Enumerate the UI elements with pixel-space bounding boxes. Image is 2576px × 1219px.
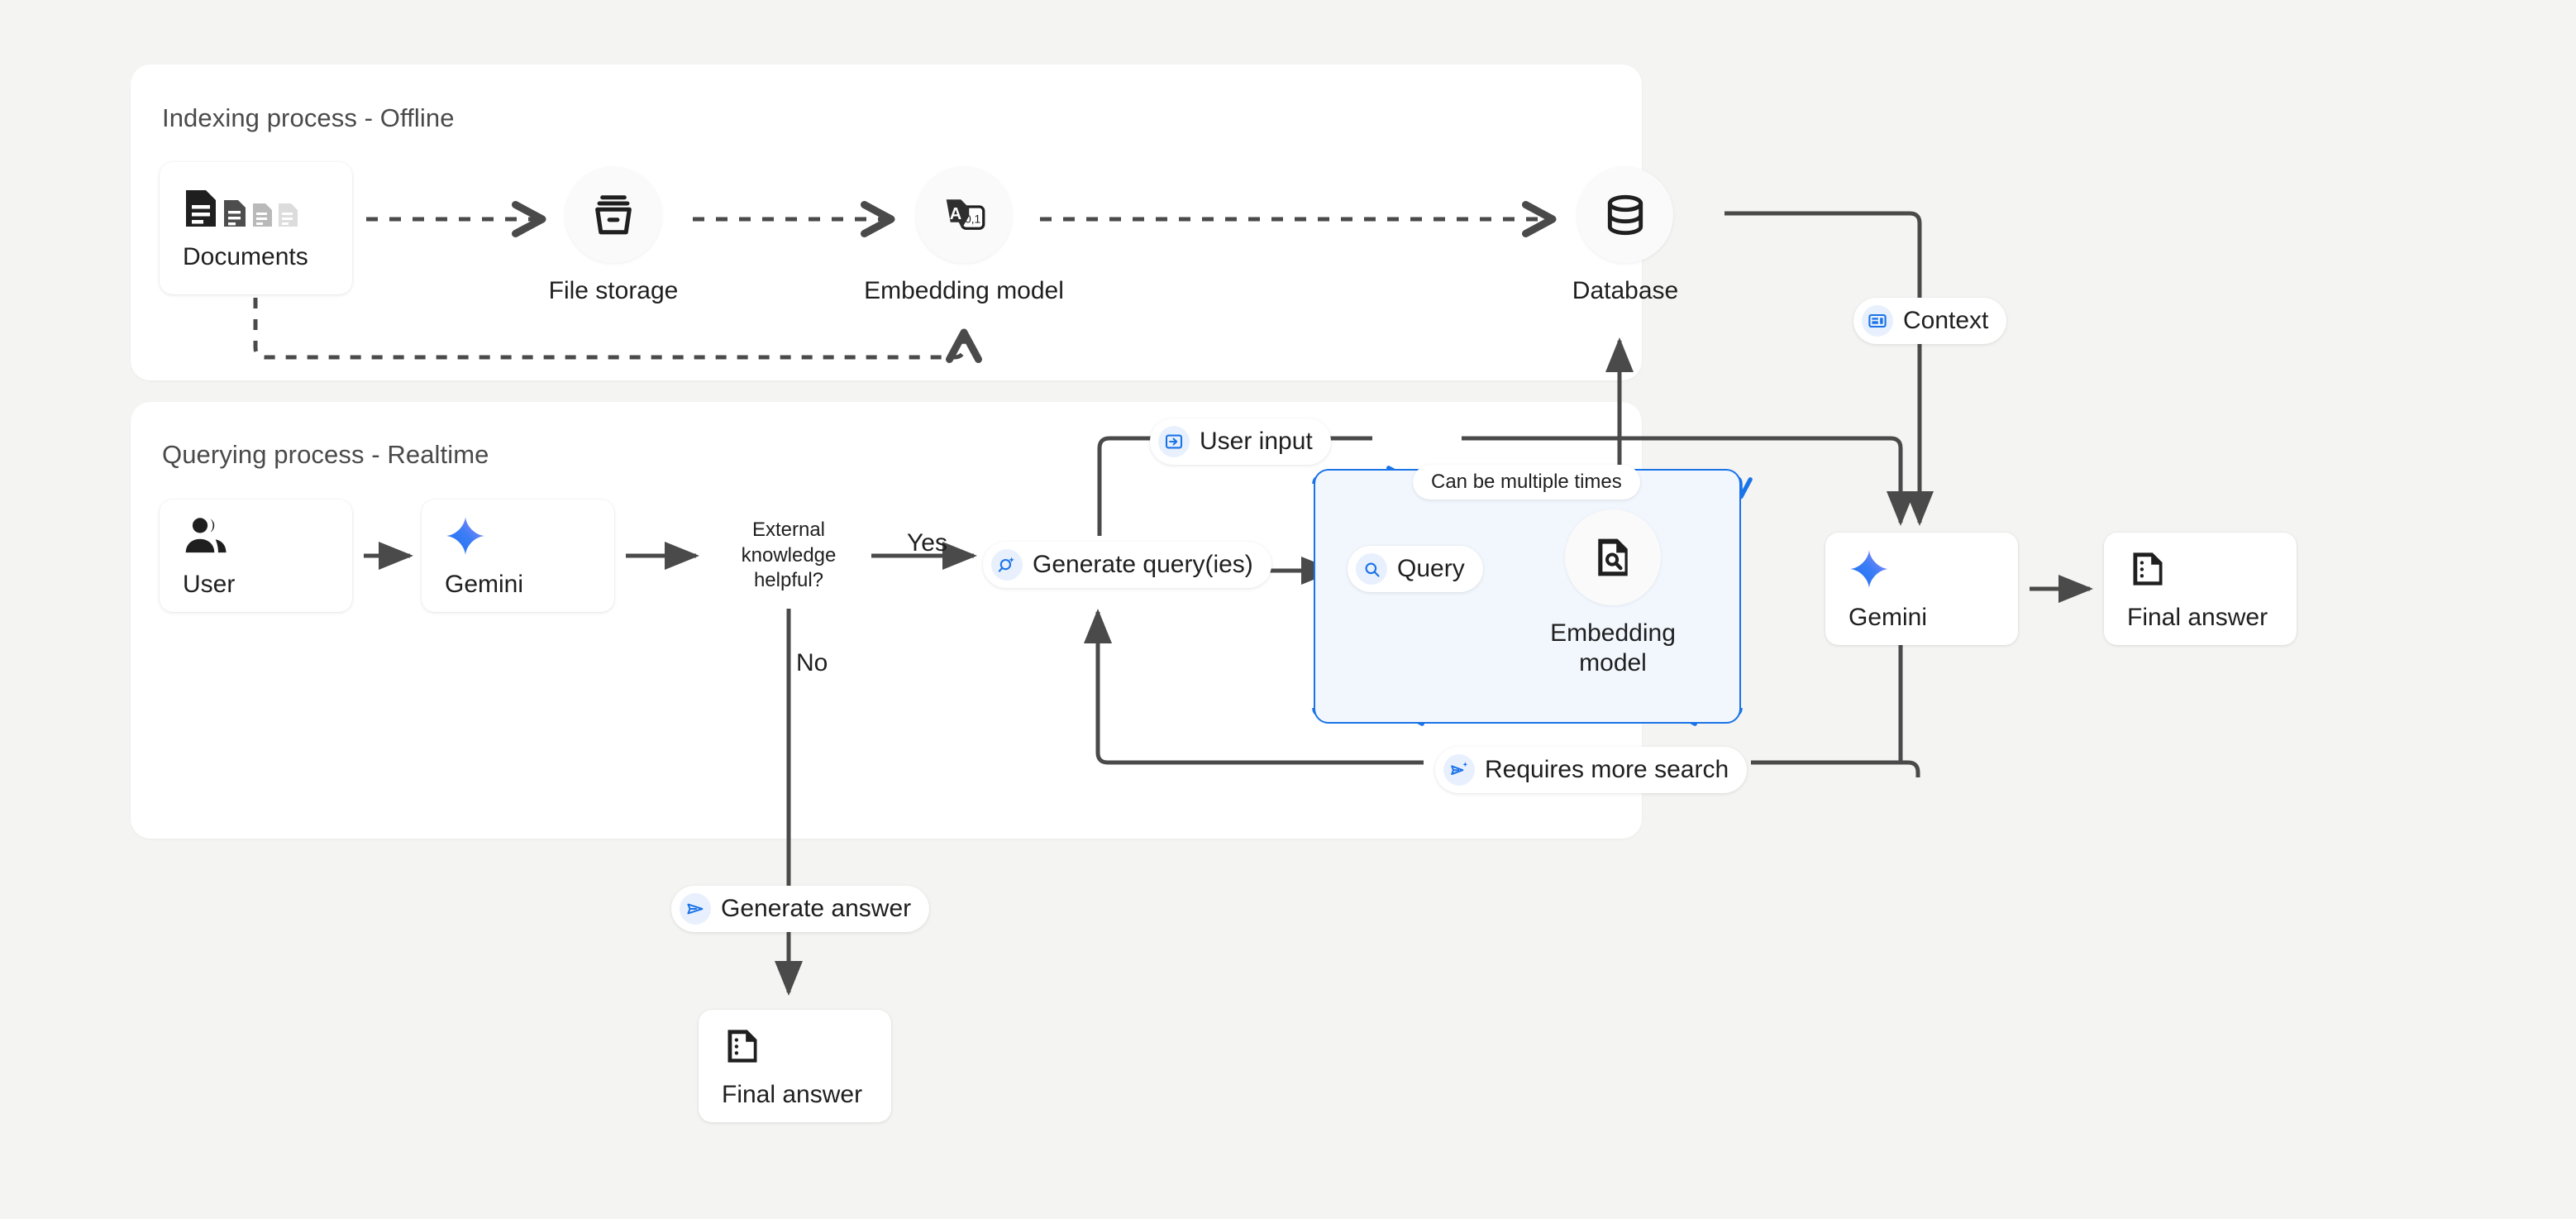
node-file-storage[interactable]: File storage [549, 167, 743, 306]
users-icon [183, 513, 352, 559]
login-arrow-icon [1158, 426, 1190, 457]
chip-context-label: Context [1903, 307, 1989, 334]
node-embedding-model-indexing-label: Embedding model [864, 277, 1064, 304]
send-sparkle-icon [1443, 754, 1475, 786]
search-icon [1356, 553, 1387, 585]
search-sparkle-icon [991, 549, 1023, 581]
chip-generate-answer-label: Generate answer [721, 895, 912, 922]
node-final-answer-bottom-label: Final answer [722, 1081, 863, 1108]
documents-stack-icon [183, 185, 352, 232]
node-documents[interactable]: Documents [160, 162, 352, 294]
node-file-storage-label: File storage [548, 277, 679, 304]
node-gemini-left[interactable]: Gemini [422, 500, 614, 612]
panel-querying-title: Querying process - Realtime [162, 440, 489, 469]
chip-query-label: Query [1397, 555, 1465, 582]
context-card-icon [1862, 305, 1893, 337]
archive-box-icon [565, 167, 661, 263]
edge-gemini-right-to-reqsearch [1751, 760, 1920, 777]
panel-indexing-title: Indexing process - Offline [162, 103, 455, 132]
node-gemini-right[interactable]: Gemini [1825, 533, 2018, 645]
answer-document-icon [2127, 546, 2297, 592]
gemini-sparkle-icon [445, 513, 614, 559]
node-embedding-model-query-label: Embedding model [1550, 619, 1676, 676]
node-gemini-right-label: Gemini [1849, 604, 1928, 631]
chip-generate-answer[interactable]: Generate answer [671, 886, 930, 932]
edge-database-to-gemini-context [1724, 211, 1934, 527]
node-database-label: Database [1572, 277, 1679, 304]
node-final-answer-right[interactable]: Final answer [2104, 533, 2297, 645]
node-final-answer-right-label: Final answer [2127, 604, 2268, 631]
node-user-label: User [183, 571, 236, 598]
node-embedding-model-query[interactable]: Embedding model [1550, 509, 1770, 678]
decision-label: External knowledge helpful? [741, 518, 837, 592]
document-search-icon [1565, 509, 1661, 605]
chip-can-be-multiple-times-label: Can be multiple times [1431, 471, 1622, 493]
chip-user-input[interactable]: User input [1150, 418, 1331, 465]
gemini-sparkle-icon [1849, 546, 2018, 592]
chip-generate-query-label: Generate query(ies) [1033, 551, 1253, 578]
edge-label-yes: Yes [907, 529, 947, 557]
send-icon [680, 893, 711, 925]
node-final-answer-bottom[interactable]: Final answer [699, 1010, 891, 1122]
chip-query[interactable]: Query [1348, 546, 1483, 592]
chip-context[interactable]: Context [1853, 298, 2007, 344]
chip-requires-more-search[interactable]: Requires more search [1435, 747, 1748, 793]
node-gemini-left-label: Gemini [445, 571, 524, 598]
chip-generate-query[interactable]: Generate query(ies) [983, 542, 1271, 588]
text-to-vector-icon: 0,1 A [916, 167, 1012, 263]
edge-label-no: No [796, 649, 828, 676]
node-database[interactable]: Database [1572, 167, 1731, 306]
chip-can-be-multiple-times: Can be multiple times [1413, 465, 1640, 500]
chip-user-input-label: User input [1200, 428, 1313, 455]
svg-text:A: A [950, 205, 961, 223]
node-user[interactable]: User [160, 500, 352, 612]
decision-external-knowledge[interactable]: External knowledge helpful? [706, 503, 871, 609]
database-cylinder-icon [1577, 167, 1673, 263]
node-embedding-model-indexing[interactable]: 0,1 A Embedding model [864, 167, 1164, 306]
chip-requires-more-search-label: Requires more search [1485, 756, 1729, 783]
node-documents-label: Documents [183, 243, 308, 270]
answer-document-icon [722, 1023, 891, 1069]
